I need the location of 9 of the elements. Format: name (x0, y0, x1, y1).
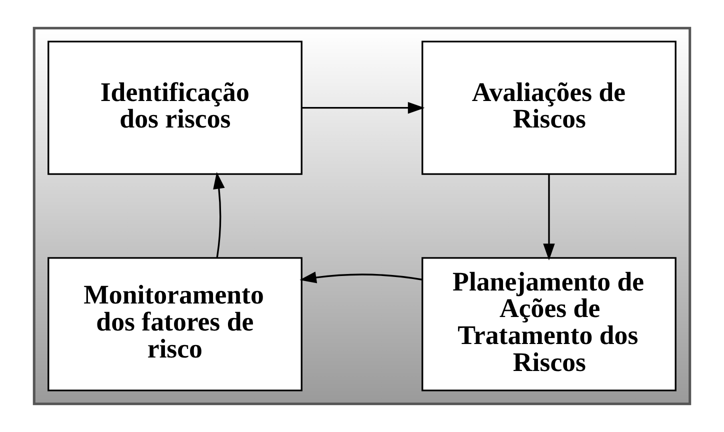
node-box: Monitoramento dos fatores de risco (48, 257, 302, 392)
node-box: Identificação dos riscos (48, 40, 302, 175)
arrow (302, 102, 425, 114)
arrow (300, 272, 422, 284)
node-box: Avaliações de Riscos (422, 40, 676, 175)
arrow (543, 174, 555, 260)
arrow (213, 172, 225, 258)
node-box: Planejamento de Ações de Tratamento dos Riscos (422, 257, 676, 392)
cluster (32, 26, 692, 406)
